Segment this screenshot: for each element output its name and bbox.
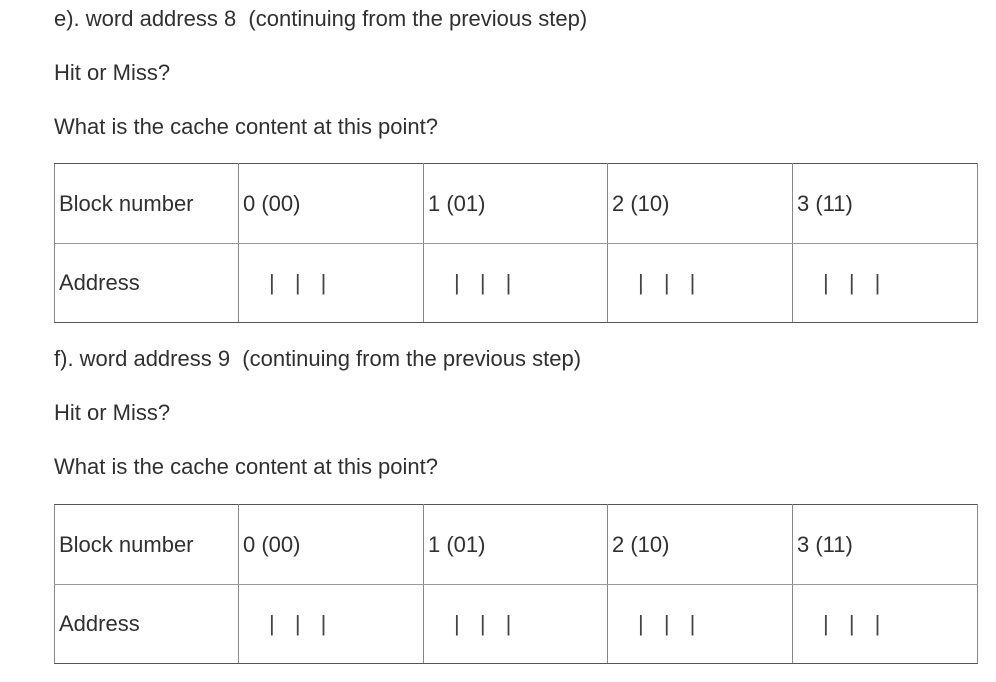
- address-cell[interactable]: | | |: [238, 243, 424, 323]
- section-f-hit-or-miss-question: Hit or Miss?: [54, 400, 171, 425]
- address-separators: | | |: [638, 270, 696, 295]
- block-cell: 0 (00): [238, 163, 424, 244]
- address-cell[interactable]: | | |: [423, 584, 608, 664]
- address-cell[interactable]: | | |: [607, 243, 793, 323]
- address-separators: | | |: [269, 611, 327, 636]
- address-cell[interactable]: | | |: [792, 243, 978, 323]
- address-row: Address | | | | | | | | | | | |: [54, 584, 978, 664]
- address-cell[interactable]: | | |: [238, 584, 424, 664]
- address-label: Address: [54, 243, 239, 323]
- block-number-row: Block number 0 (00) 1 (01) 2 (10) 3 (11): [54, 163, 978, 244]
- block-number-label: Block number: [54, 504, 239, 585]
- address-cell[interactable]: | | |: [423, 243, 608, 323]
- block-cell: 0 (00): [238, 504, 424, 585]
- section-f-cache-content-question: What is the cache content at this point?: [54, 454, 439, 479]
- address-row: Address | | | | | | | | | | | |: [54, 243, 978, 323]
- address-separators: | | |: [454, 270, 512, 295]
- block-cell: 1 (01): [423, 504, 608, 585]
- section-f-cache-table: Block number 0 (00) 1 (01) 2 (10) 3 (11)…: [54, 504, 978, 664]
- section-f-heading: f). word address 9 (continuing from the …: [54, 346, 582, 371]
- block-cell: 3 (11): [792, 504, 978, 585]
- address-separators: | | |: [638, 611, 696, 636]
- block-cell: 2 (10): [607, 504, 793, 585]
- section-e-cache-content-question: What is the cache content at this point?: [54, 114, 439, 139]
- block-cell: 3 (11): [792, 163, 978, 244]
- address-separators: | | |: [823, 270, 881, 295]
- section-e-cache-table: Block number 0 (00) 1 (01) 2 (10) 3 (11)…: [54, 163, 978, 323]
- address-separators: | | |: [454, 611, 512, 636]
- block-cell: 1 (01): [423, 163, 608, 244]
- block-number-row: Block number 0 (00) 1 (01) 2 (10) 3 (11): [54, 504, 978, 585]
- section-e-hit-or-miss-question: Hit or Miss?: [54, 60, 171, 85]
- address-label: Address: [54, 584, 239, 664]
- address-separators: | | |: [269, 270, 327, 295]
- address-cell[interactable]: | | |: [792, 584, 978, 664]
- block-number-label: Block number: [54, 163, 239, 244]
- address-separators: | | |: [823, 611, 881, 636]
- address-cell[interactable]: | | |: [607, 584, 793, 664]
- section-e-heading: e). word address 8 (continuing from the …: [54, 6, 588, 31]
- block-cell: 2 (10): [607, 163, 793, 244]
